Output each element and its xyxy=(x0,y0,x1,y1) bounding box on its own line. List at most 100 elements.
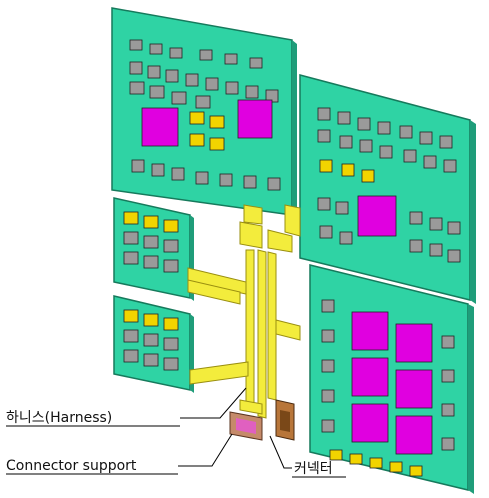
chip-yellow xyxy=(163,317,179,331)
chip-gray xyxy=(169,47,183,59)
chip-yellow xyxy=(209,115,225,129)
chip-gray xyxy=(131,159,145,173)
chip-gray xyxy=(359,139,373,153)
chip-magenta xyxy=(351,357,389,397)
chip-gray xyxy=(171,167,185,181)
chip-gray xyxy=(317,197,331,211)
chip-gray xyxy=(195,95,211,109)
chip-gray xyxy=(429,243,443,257)
chip-gray xyxy=(377,121,391,135)
chip-gray xyxy=(339,135,353,149)
chip-gray xyxy=(317,107,331,121)
chip-gray xyxy=(171,91,187,105)
harness-label: 하니스(Harness) xyxy=(6,410,112,426)
chip-gray xyxy=(447,249,461,263)
chip-gray xyxy=(123,231,139,245)
chip-yellow xyxy=(341,163,355,177)
chip-yellow xyxy=(143,313,159,327)
chip-gray xyxy=(123,349,139,363)
chip-gray xyxy=(321,359,335,373)
chip-gray xyxy=(321,329,335,343)
chip-yellow xyxy=(329,449,343,461)
chip-yellow xyxy=(143,215,159,229)
chip-magenta xyxy=(351,403,389,443)
chip-gray xyxy=(143,353,159,367)
chip-gray xyxy=(439,135,453,149)
chip-gray xyxy=(399,125,413,139)
chip-gray xyxy=(339,231,353,245)
chip-gray xyxy=(441,369,455,383)
connector-support-label: Connector support xyxy=(6,458,137,474)
chip-gray xyxy=(447,221,461,235)
chip-components xyxy=(123,39,461,477)
chip-gray xyxy=(335,201,349,215)
chip-yellow xyxy=(389,461,403,473)
chip-yellow xyxy=(369,457,383,469)
chip-magenta xyxy=(395,369,433,409)
chip-gray xyxy=(245,85,259,99)
chip-magenta xyxy=(237,99,273,139)
chip-yellow xyxy=(189,111,205,125)
chip-gray xyxy=(123,329,139,343)
chip-gray xyxy=(321,299,335,313)
chip-gray xyxy=(423,155,437,169)
chip-gray xyxy=(219,173,233,187)
chip-gray xyxy=(129,81,145,95)
connector-label: 커넥터 xyxy=(294,461,333,477)
chip-yellow xyxy=(163,219,179,233)
chip-gray xyxy=(163,357,179,371)
chip-gray xyxy=(419,131,433,145)
chip-gray xyxy=(149,43,163,55)
chip-gray xyxy=(337,111,351,125)
chip-gray xyxy=(357,117,371,131)
chip-gray xyxy=(129,61,143,75)
chip-gray xyxy=(163,239,179,253)
chip-gray xyxy=(163,259,179,273)
chip-gray xyxy=(143,235,159,249)
chip-gray xyxy=(149,85,165,99)
connector-part xyxy=(275,399,295,441)
chip-gray xyxy=(403,149,417,163)
chip-gray xyxy=(321,419,335,433)
chip-gray xyxy=(317,129,331,143)
chip-gray xyxy=(441,437,455,451)
chip-gray xyxy=(409,211,423,225)
chip-yellow xyxy=(361,169,375,183)
chip-gray xyxy=(143,255,159,269)
chip-gray xyxy=(379,145,393,159)
chip-gray xyxy=(409,239,423,253)
chip-gray xyxy=(185,73,199,87)
chip-yellow xyxy=(123,309,139,323)
chip-magenta xyxy=(357,195,397,237)
chip-gray xyxy=(129,39,143,51)
chip-yellow xyxy=(409,465,423,477)
chip-gray xyxy=(163,337,179,351)
chip-yellow xyxy=(209,137,225,151)
chip-gray xyxy=(195,171,209,185)
leader-lines xyxy=(178,387,292,469)
chip-gray xyxy=(123,251,139,265)
chip-magenta xyxy=(351,311,389,351)
chip-gray xyxy=(199,49,213,61)
chip-gray xyxy=(441,403,455,417)
chip-gray xyxy=(441,335,455,349)
chip-yellow xyxy=(319,159,333,173)
chip-gray xyxy=(143,333,159,347)
connector-support-part xyxy=(229,411,263,441)
chip-gray xyxy=(443,159,457,173)
chip-magenta xyxy=(395,323,433,363)
chip-gray xyxy=(224,53,238,65)
chip-gray xyxy=(205,77,219,91)
chip-magenta xyxy=(395,415,433,455)
chip-gray xyxy=(321,389,335,403)
chip-gray xyxy=(147,65,161,79)
chip-yellow xyxy=(123,211,139,225)
chip-gray xyxy=(165,69,179,83)
chip-magenta xyxy=(141,107,179,147)
chip-gray xyxy=(249,57,263,69)
chip-gray xyxy=(319,225,333,239)
chip-gray xyxy=(243,175,257,189)
chip-gray xyxy=(225,81,239,95)
